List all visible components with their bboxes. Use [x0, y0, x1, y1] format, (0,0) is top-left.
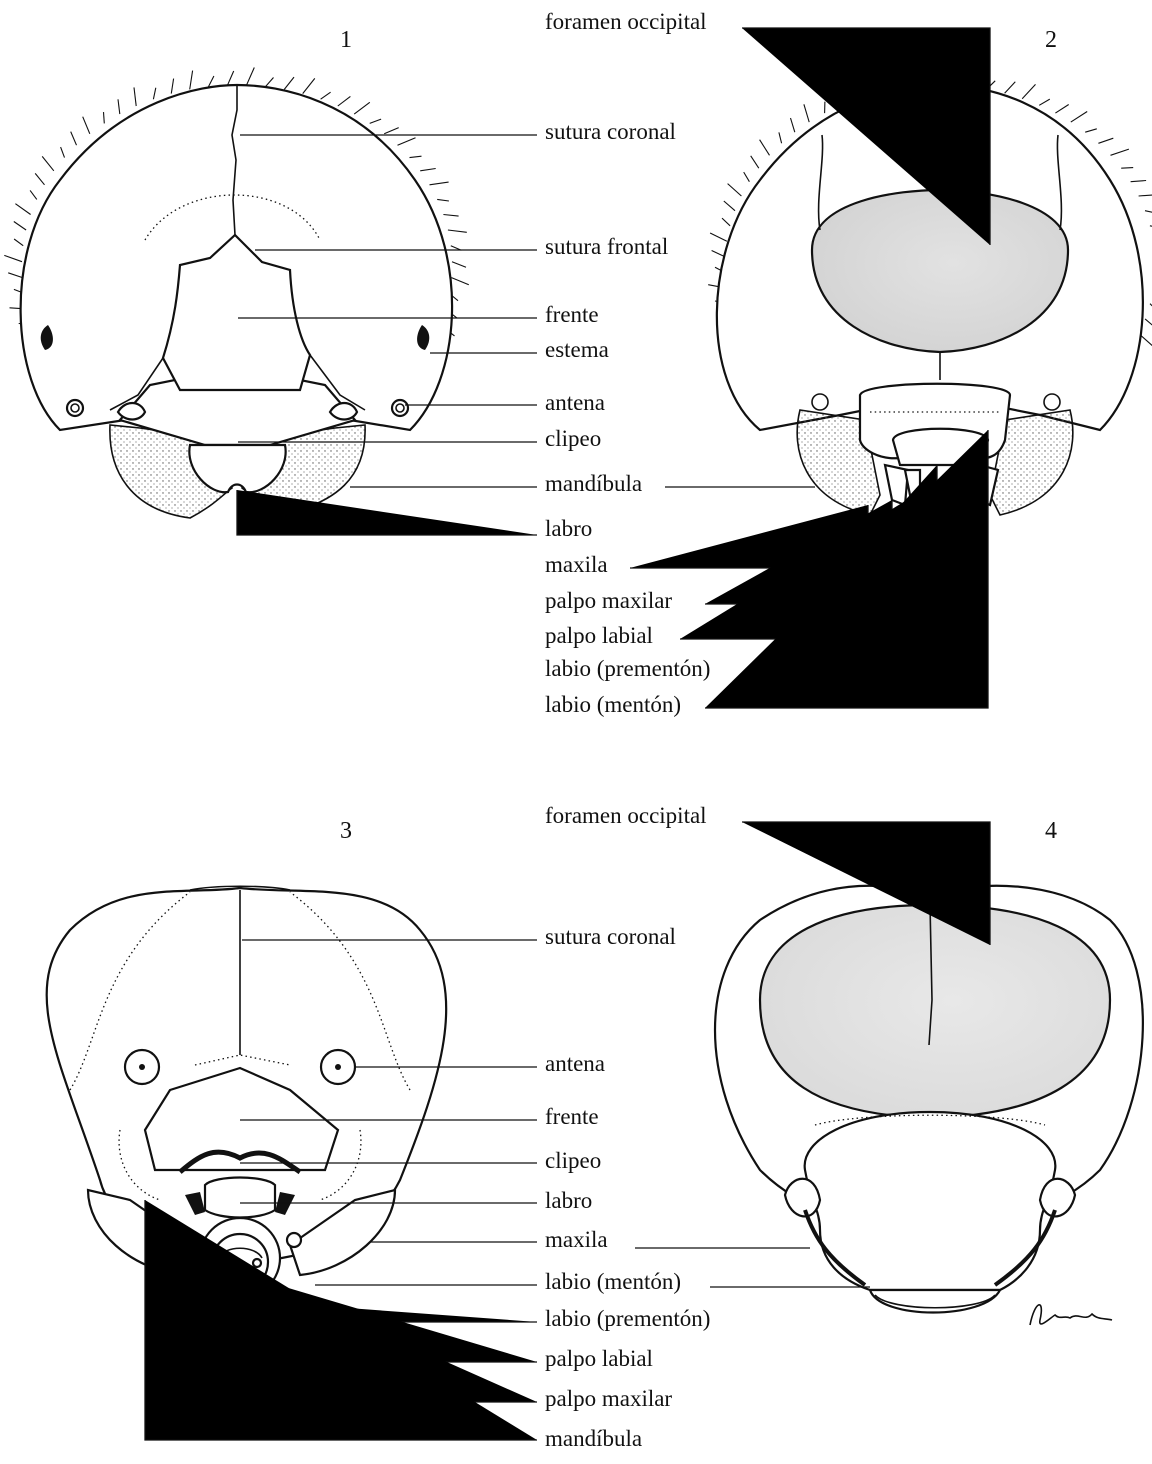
seta	[1039, 99, 1050, 105]
seta	[1055, 105, 1068, 114]
seta	[104, 112, 105, 123]
label-antena: antena	[545, 390, 605, 415]
panel-number: 2	[1045, 27, 1057, 53]
label-frente: frente	[545, 302, 599, 327]
label-frente: frente	[545, 1104, 599, 1129]
label-maxila: maxila	[545, 1227, 608, 1252]
label-labio-prementon: labio (prementón)	[545, 656, 710, 681]
label-labio-prementon: labio (prementón)	[545, 1306, 710, 1331]
seta	[1085, 129, 1097, 132]
seta	[804, 104, 809, 122]
label-labro: labro	[545, 1188, 592, 1213]
label-palpo-maxilar: palpo maxilar	[545, 1386, 672, 1411]
label-sutura-coronal: sutura coronal	[545, 119, 676, 144]
seta	[71, 132, 77, 146]
seta	[1145, 211, 1152, 213]
seta	[722, 218, 730, 226]
label-mandibula: mandíbula	[545, 471, 642, 496]
seta	[1145, 319, 1152, 329]
seta	[118, 99, 120, 114]
label-labio-menton: labio (mentón)	[545, 692, 681, 717]
seta	[448, 230, 467, 232]
panel-3: 3	[47, 818, 711, 1451]
seta	[83, 117, 90, 134]
seta	[228, 71, 234, 85]
label-sutura-coronal: sutura coronal	[545, 924, 676, 949]
seta	[1005, 82, 1016, 94]
seta	[209, 76, 214, 87]
label-labro: labro	[545, 516, 592, 541]
panel-number: 1	[340, 27, 352, 53]
seta	[1098, 138, 1113, 143]
seta	[303, 78, 315, 93]
seta	[452, 262, 466, 268]
seta	[744, 172, 750, 182]
artist-signature	[1030, 1305, 1112, 1325]
seta	[452, 278, 469, 285]
seta	[266, 78, 274, 87]
panel-1: 1	[4, 27, 676, 541]
seta	[728, 184, 742, 196]
seta	[443, 215, 458, 217]
seta	[14, 239, 23, 246]
label-foramen-occipital: foramen occipital	[545, 803, 707, 828]
label-labio-menton: labio (mentón)	[545, 1269, 681, 1294]
seta	[14, 222, 26, 231]
seta	[370, 119, 381, 123]
label-maxila: maxila	[545, 552, 608, 577]
seta	[1071, 112, 1087, 123]
label-mandibula: mandíbula	[545, 1426, 642, 1451]
panel-number: 3	[340, 818, 352, 844]
label-antena: antena	[545, 1051, 605, 1076]
panel-number: 4	[1045, 818, 1057, 844]
seta	[710, 233, 727, 241]
label-palpo-maxilar: palpo maxilar	[545, 588, 672, 613]
seta	[8, 273, 22, 278]
panel-2: 2	[545, 9, 1152, 717]
label-estema: estema	[545, 337, 609, 362]
seta	[724, 201, 735, 211]
seta	[30, 190, 37, 199]
seta	[437, 199, 449, 201]
seta	[190, 71, 193, 90]
seta	[134, 87, 136, 106]
seta	[760, 140, 770, 156]
label-foramen-occipital: foramen occipital	[545, 9, 707, 34]
seta	[384, 128, 399, 134]
seta	[153, 88, 155, 99]
seta	[1121, 168, 1133, 169]
seta	[1131, 181, 1147, 182]
seta	[779, 132, 782, 143]
seta	[61, 147, 65, 158]
seta	[430, 182, 449, 185]
panel-4: 4 foramen occipital	[545, 803, 1143, 1325]
adult-head-frontal-view	[47, 886, 447, 1298]
seta	[1139, 195, 1152, 196]
seta	[420, 169, 436, 171]
seta	[1022, 84, 1035, 98]
seta	[751, 156, 759, 168]
label-palpo-labial: palpo labial	[545, 1346, 653, 1371]
seta	[35, 173, 44, 184]
seta	[338, 96, 351, 106]
seta	[321, 92, 331, 99]
seta	[410, 156, 422, 157]
seta	[354, 102, 370, 114]
label-clipeo: clipeo	[545, 1148, 601, 1173]
seta	[284, 77, 294, 89]
seta	[247, 68, 255, 86]
seta	[171, 79, 173, 94]
seta	[791, 118, 795, 132]
label-sutura-frontal: sutura frontal	[545, 234, 668, 259]
seta	[398, 138, 416, 146]
seta	[4, 255, 22, 261]
label-clipeo: clipeo	[545, 426, 601, 451]
seta	[1111, 149, 1129, 155]
seta	[15, 204, 30, 215]
seta	[42, 156, 54, 170]
label-palpo-labial: palpo labial	[545, 623, 653, 648]
